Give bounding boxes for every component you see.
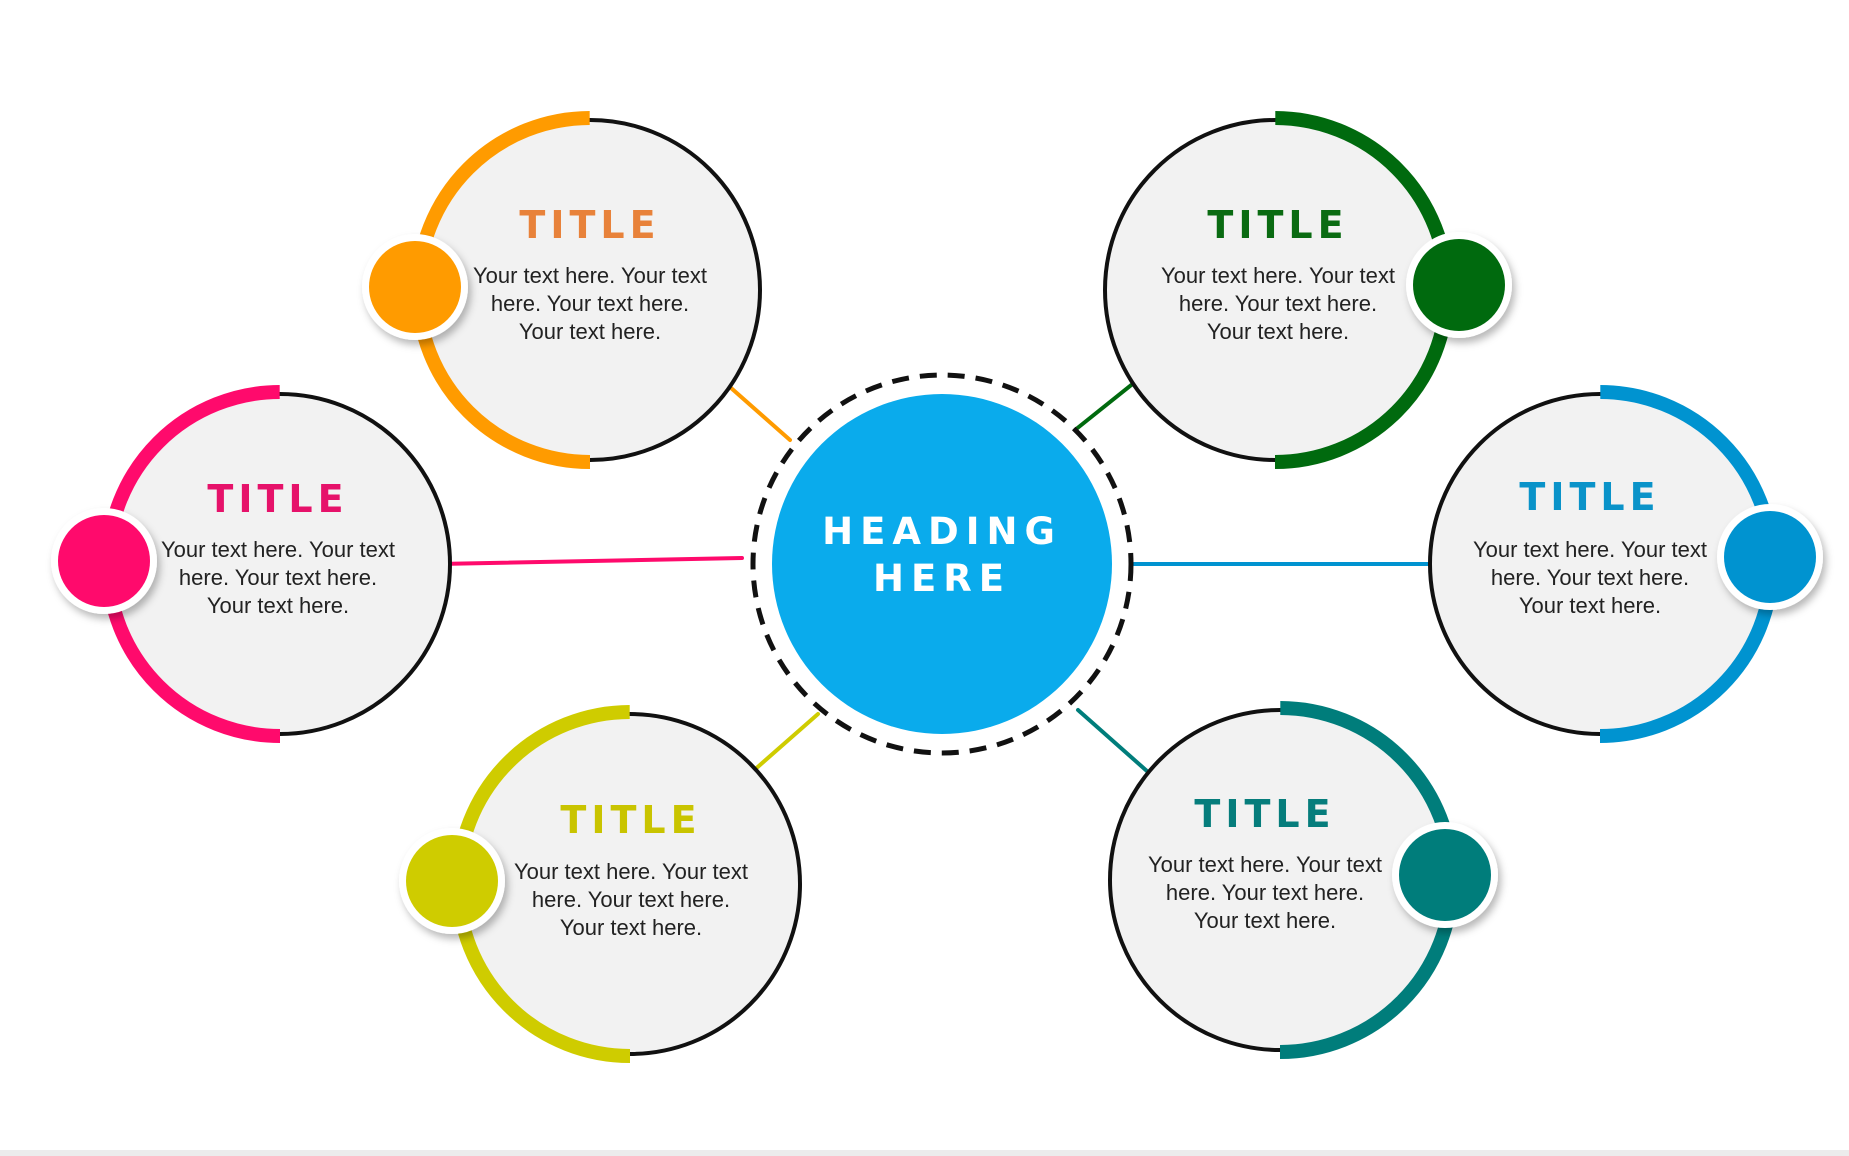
node-middle-right xyxy=(1428,385,1823,743)
node-middle-left-body: Your text here. Your text here. Your tex… xyxy=(160,537,396,618)
node-middle-left-title: TITLE xyxy=(207,477,349,521)
central-hub xyxy=(750,372,1134,756)
connector-top-left xyxy=(720,378,792,442)
node-middle-right-title: TITLE xyxy=(1519,475,1661,519)
central-heading: HEADING HERE xyxy=(767,505,1117,605)
node-bottom-left xyxy=(399,705,802,1063)
node-dot-bottom-left xyxy=(406,835,498,927)
node-bottom-left-body: Your text here. Your text here. Your tex… xyxy=(513,859,749,940)
node-top-left-body: Your text here. Your text here. Your tex… xyxy=(472,263,708,344)
node-dot-bottom-right xyxy=(1399,829,1491,921)
node-middle-left xyxy=(51,385,452,743)
node-top-right-title: TITLE xyxy=(1207,203,1349,247)
node-bottom-right-title: TITLE xyxy=(1194,792,1336,836)
topic-nodes xyxy=(51,111,1823,1063)
node-dot-top-right xyxy=(1413,239,1505,331)
node-top-left xyxy=(362,111,762,469)
node-top-right-body: Your text here. Your text here. Your tex… xyxy=(1160,263,1396,344)
node-middle-right-body: Your text here. Your text here. Your tex… xyxy=(1472,537,1708,618)
node-bottom-left-title: TITLE xyxy=(560,798,702,842)
node-bottom-right-body: Your text here. Your text here. Your tex… xyxy=(1147,852,1383,933)
heading-line-1: HEADING xyxy=(822,510,1062,553)
hub-circle xyxy=(772,394,1112,734)
node-top-left-title: TITLE xyxy=(519,203,661,247)
bottom-edge-strip xyxy=(0,1150,1849,1156)
node-dot-middle-left xyxy=(58,515,150,607)
hub-dashed-ring xyxy=(750,372,1134,756)
connector-bottom-left xyxy=(750,712,820,774)
node-top-right xyxy=(1103,111,1512,469)
node-bottom-right xyxy=(1108,701,1498,1059)
connector-middle-left xyxy=(436,556,744,566)
heading-line-2: HERE xyxy=(872,557,1011,600)
node-dot-middle-right xyxy=(1724,511,1816,603)
connector-bottom-right xyxy=(1076,708,1150,774)
node-dot-top-left xyxy=(369,241,461,333)
